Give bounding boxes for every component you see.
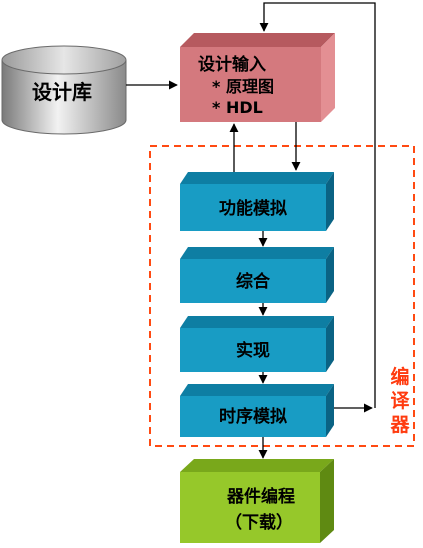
compiler-step-functional-sim: 功能模拟 xyxy=(180,172,334,231)
device-programming-line1: 器件编程 xyxy=(226,486,295,507)
design-input-item-hdl: * HDL xyxy=(212,98,263,117)
compiler-label-char-2: 译 xyxy=(390,390,410,412)
compiler-region xyxy=(149,145,415,447)
step-label-implementation: 实现 xyxy=(236,340,270,361)
compiler-label-char-3: 器 xyxy=(389,414,410,436)
device-programming-line2: （下载） xyxy=(225,512,293,533)
step-label-synthesis: 综合 xyxy=(236,271,271,292)
design-library-label: 设计库 xyxy=(32,80,92,104)
design-input-box: 设计输入 * 原理图 * HDL xyxy=(180,33,335,122)
compiler-step-timing-sim: 时序模拟 xyxy=(180,384,334,437)
design-input-item-schematic: * 原理图 xyxy=(212,77,274,96)
device-programming-box: 器件编程 （下载） xyxy=(180,459,334,543)
compiler-step-synthesis: 综合 xyxy=(180,247,334,303)
step-label-functional-sim: 功能模拟 xyxy=(219,198,287,219)
design-input-title: 设计输入 xyxy=(198,54,266,75)
arrow-feedback-loop-to-input xyxy=(259,2,376,408)
step-label-timing-sim: 时序模拟 xyxy=(219,406,287,427)
design-library-cylinder: 设计库 xyxy=(1,45,127,135)
compiler-label-char-1: 编 xyxy=(390,365,409,388)
compiler-step-implementation: 实现 xyxy=(180,316,334,372)
